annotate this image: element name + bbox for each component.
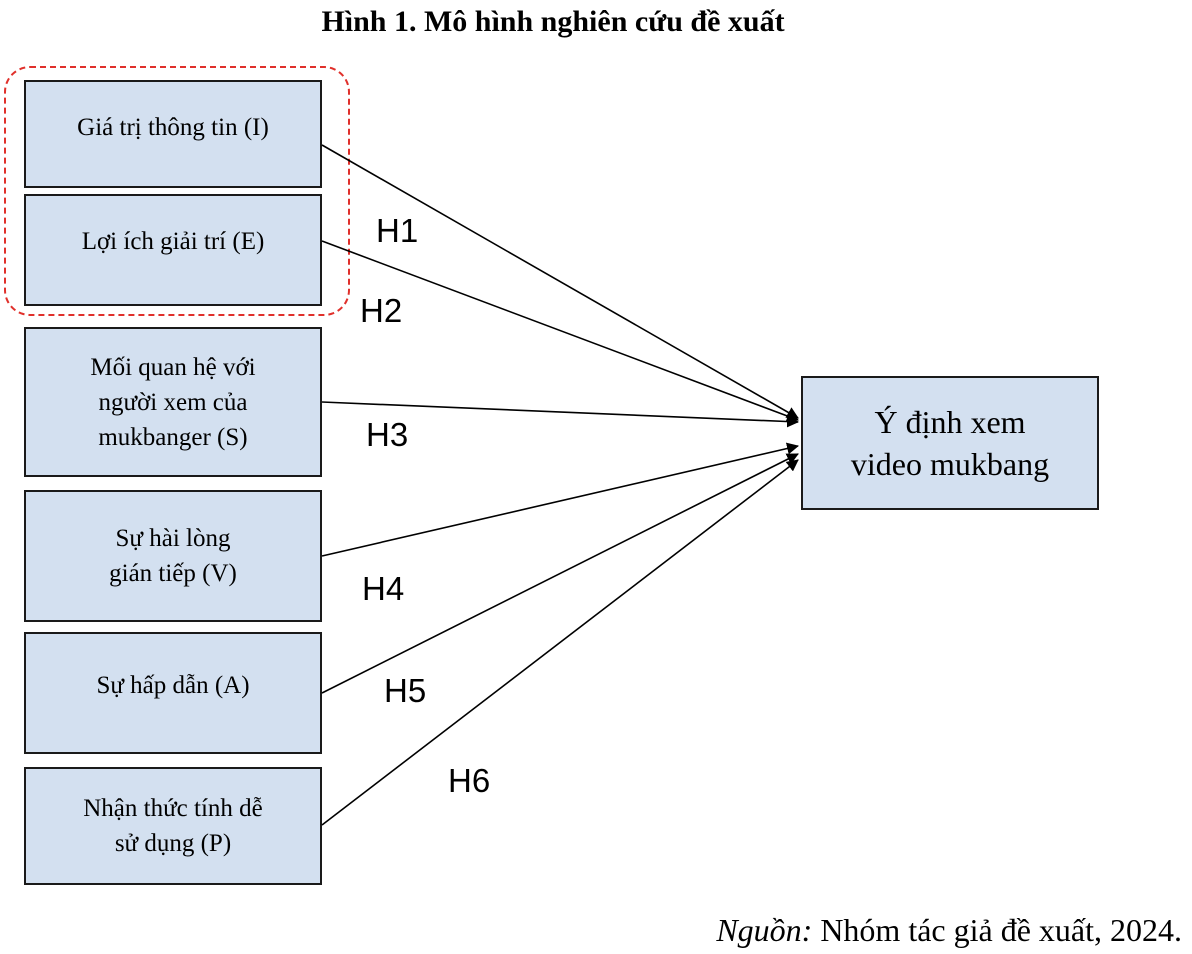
outcome-box-viewing-intention: Ý định xem video mukbang	[801, 376, 1099, 510]
factor-label-line: gián tiếp (V)	[109, 560, 237, 587]
source-label: Nguồn:	[716, 912, 813, 948]
outcome-label-line: Ý định xem	[874, 404, 1026, 440]
factor-box-perceived-ease-of-use: Nhận thức tính dễ sử dụng (P)	[24, 767, 322, 885]
factor-box-social-relationship: Mối quan hệ với người xem của mukbanger …	[24, 327, 322, 477]
factor-label-line: Mối quan hệ với	[90, 353, 256, 381]
hypothesis-label-h1: H1	[376, 212, 419, 249]
arrow-h6	[321, 459, 799, 826]
arrow-h4	[321, 442, 799, 557]
factor-label: Lợi ích giải trí (E)	[81, 228, 265, 255]
outcome-label-line: video mukbang	[850, 446, 1050, 482]
factor-box-information-value: Giá trị thông tin (I)	[24, 80, 322, 188]
factor-label-line: sử dụng (P)	[114, 830, 232, 857]
arrow-h2	[321, 240, 799, 422]
arrow-h1	[321, 144, 799, 419]
factor-box-attractiveness: Sự hấp dẫn (A)	[24, 632, 322, 754]
hypothesis-label-h6: H6	[448, 762, 491, 799]
source-text: Nhóm tác giả đề xuất, 2024.	[812, 912, 1182, 948]
factor-label: Giá trị thông tin (I)	[77, 114, 269, 141]
arrow-h5	[321, 453, 799, 694]
factor-label-line: mukbanger (S)	[98, 423, 248, 451]
hypothesis-label-h5: H5	[384, 672, 427, 709]
hypothesis-label-h3: H3	[366, 416, 409, 453]
factor-label: Sự hấp dẫn (A)	[96, 672, 250, 699]
factor-label-line: Nhận thức tính dễ	[83, 795, 263, 822]
hypothesis-label-h2: H2	[360, 292, 403, 329]
grouped-factors-outline	[4, 66, 350, 316]
arrow-h3	[321, 401, 799, 428]
factor-box-vicarious-satisfaction: Sự hài lòng gián tiếp (V)	[24, 490, 322, 622]
factor-label-line: Sự hài lòng	[115, 525, 231, 552]
factor-box-entertainment-benefit: Lợi ích giải trí (E)	[24, 194, 322, 306]
figure-title: Hình 1. Mô hình nghiên cứu đề xuất	[321, 5, 785, 38]
factor-label-line: người xem của	[98, 388, 248, 416]
hypothesis-label-h4: H4	[362, 570, 405, 607]
source-note: Nguồn: Nhóm tác giả đề xuất, 2024.	[716, 908, 1182, 952]
